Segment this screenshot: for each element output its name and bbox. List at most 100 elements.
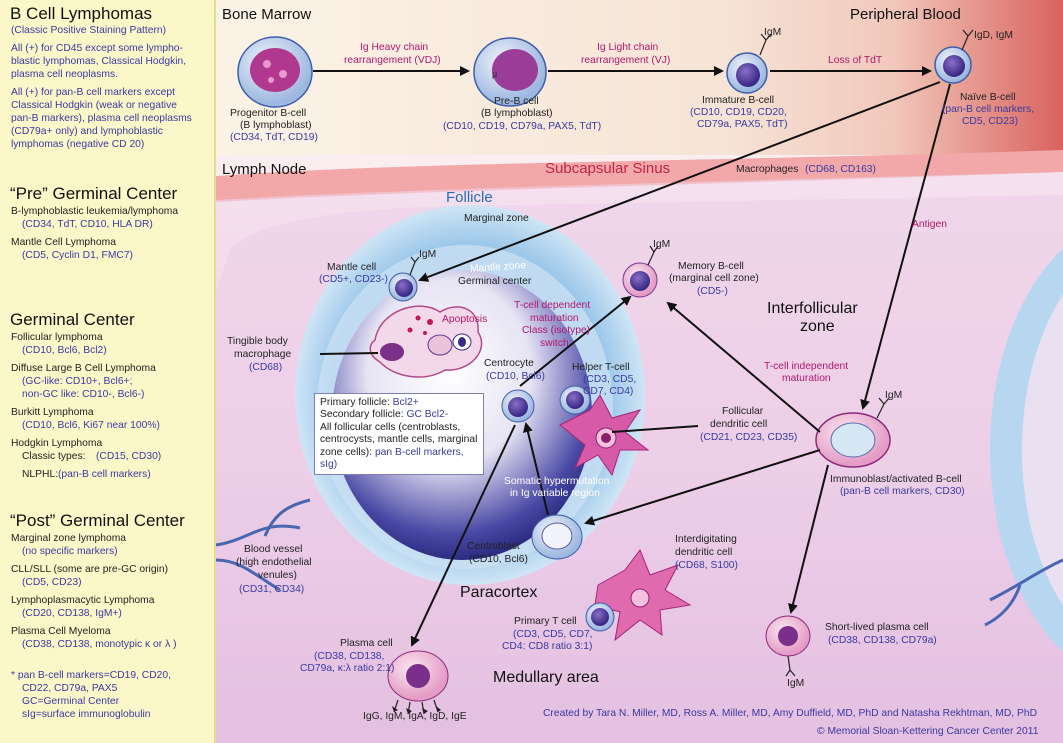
idc-name: Interdigitating [675,534,737,545]
b-cell-line: All (+) for CD45 except some lympho- [11,43,183,54]
vessel-markers: (CD31, CD34) [239,584,305,595]
tingible-markers: (CD68) [249,362,283,373]
plasma-igs: IgG, IgM, IgA, IgD, IgE [363,711,467,722]
fdc-name: Follicular [722,406,764,417]
idc-markers: (CD68, S100) [675,560,738,571]
region-marginal-zone: Marginal zone [464,213,529,224]
footnote-line: * pan B-cell markers=CD19, CD20, [11,670,171,681]
naive-markers-2: CD5, CD23) [962,116,1019,127]
footnote-line: CD22, CD79a, PAX5 [22,683,118,694]
b-cell-line: (CD79a+ only) and lymphoblastic [11,126,163,137]
centrocyte-markers: (CD10, Bcl6) [486,371,545,382]
label-t-independent-2: maturation [782,373,831,384]
post-gc-name: CLL/SLL (some are pre-GC origin) [11,564,168,575]
callout-all-text: All follicular cells (centroblasts, cent… [320,421,478,458]
label-apoptosis: Apoptosis [442,314,488,325]
region-lymph-node: Lymph Node [222,161,307,178]
post-gc-name: Marginal zone lymphoma [11,533,127,544]
label-t-dependent-2: maturation [530,313,579,324]
primary-t-markers: (CD3, CD5, CD7, [513,629,593,640]
gc-name: Classic types: [22,451,86,462]
region-paracortex: Paracortex [460,584,538,601]
pre-gc-markers: (CD5, Cyclin D1, FMC7) [22,250,133,261]
label-t-dependent-3: Class (isotype) [522,325,591,336]
post-gc-markers: (CD20, CD138, IgM+) [22,608,122,619]
label-t-dependent: T-cell dependent [514,300,591,311]
gc-name: Follicular lymphoma [11,332,103,343]
progenitor-markers: (CD34, TdT, CD19) [230,132,318,143]
helper-markers: (CD3, CD5, [583,374,637,385]
helper-name: Helper T-cell [572,362,630,373]
memory-markers: (CD5-) [697,286,728,297]
sidebar-title-pre-gc: “Pre” Germinal Center [10,184,178,203]
b-cell-line: (Classic Positive Staining Pattern) [11,25,167,36]
credits-authors: Created by Tara N. Miller, MD, Ross A. M… [543,708,1038,719]
gc-markers: (GC-like: CD10+, Bcl6+; [22,376,133,387]
gc-name: Hodgkin Lymphoma [11,438,103,449]
centroblast-markers: (CD10, Bcl6) [469,554,528,565]
bone-marrow-band [216,0,1063,155]
shortlived-ig: IgM [787,678,805,689]
centroblast-name: Centroblast [467,541,520,552]
b-cell-line: lymphomas (negative CD 20) [11,139,145,150]
vessel-name: Blood vessel [244,544,303,555]
callout-all-markers: pan B-cell markers, sIg) [320,446,464,471]
plasma-markers: (CD38, CD138, [314,651,385,662]
gc-markers: non-GC like: CD10-, Bcl6-) [22,389,145,400]
immunoblast-ig: IgM [885,390,903,401]
progenitor-name-2: (B lymphoblast) [240,120,312,131]
region-medullary: Medullary area [493,669,599,686]
b-cell-line: pan-B markers), plasma cell neoplasms [11,113,192,124]
preb-name-2: (B lymphoblast) [481,108,553,119]
memory-name-2: (marginal cell zone) [669,273,759,284]
gc-markers: (CD10, Bcl6, Bcl2) [22,345,107,356]
immunoblast-markers: (pan-B cell markers, CD30) [840,486,965,497]
region-interfollicular-zone: zone [800,318,835,335]
post-gc-name: Plasma Cell Myeloma [11,626,111,637]
vessel-name-3: venules) [258,570,297,581]
tingible-name-2: macrophage [234,349,292,360]
memory-ig: IgM [653,239,671,250]
immature-markers-2: CD79a, PAX5, TdT) [697,119,788,130]
label-antigen: Antigen [912,219,947,230]
gc-name: NLPHL: [22,469,59,480]
pre-gc-markers: (CD34, TdT, CD10, HLA DR) [22,219,153,230]
mantle-name: Mantle cell [327,262,377,273]
region-follicle: Follicle [446,189,493,206]
sinus-band [216,150,1063,202]
naive-markers: (pan-B cell markers, [942,104,1035,115]
gc-markers: (pan-B cell markers) [58,469,151,480]
fdc-name-2: dendritic cell [710,419,768,430]
post-gc-markers: (CD5, CD23) [22,577,82,588]
footnote-line: sIg=surface immunoglobulin [22,709,151,720]
plasma-markers-2: CD79a, κ:λ ratio 2:1) [300,663,395,674]
label-somatic-2: in Ig variable region [510,488,600,499]
fdc-markers: (CD21, CD23, CD35) [700,432,798,443]
region-interfollicular: Interfollicular [767,300,858,317]
centrocyte-name: Centrocyte [484,358,534,369]
callout-primary-marker: Bcl2+ [392,397,419,408]
immature-ig: IgM [764,27,782,38]
vessel-name-2: (high endothelial [236,557,312,568]
post-gc-name: Lymphoplasmacytic Lymphoma [11,595,155,606]
b-cell-line: All (+) for pan-B cell markers except [11,87,175,98]
gc-markers: (CD10, Bcl6, Ki67 near 100%) [22,420,160,431]
immature-markers: (CD10, CD19, CD20, [690,107,787,118]
lymphoma-sidebar [0,0,216,743]
callout-secondary-label: Secondary follicle: [320,409,407,421]
label-heavy-chain-2: rearrangement (VDJ) [344,55,441,66]
helper-markers-2: CD7, CD4) [583,386,634,397]
mantle-ig: IgM [419,249,437,260]
immature-name: Immature B-cell [702,95,775,106]
credits-copyright: © Memorial Sloan-Kettering Cancer Center… [817,726,1039,737]
pre-gc-name: B-lymphoblastic leukemia/lymphoma [11,206,179,217]
idc-name-2: dendritic cell [675,547,733,558]
b-cell-line: plasma cell neoplasms. [11,69,119,80]
primary-t-markers-2: CD4: CD8 ratio 3:1) [502,641,593,652]
label-t-dependent-4: switch [540,338,569,349]
shortlived-name: Short-lived plasma cell [825,622,929,633]
b-cell-line: Classical Hodgkin (weak or negative [11,100,177,111]
gc-markers: (CD15, CD30) [96,451,162,462]
post-gc-markers: (no specific markers) [22,546,118,557]
